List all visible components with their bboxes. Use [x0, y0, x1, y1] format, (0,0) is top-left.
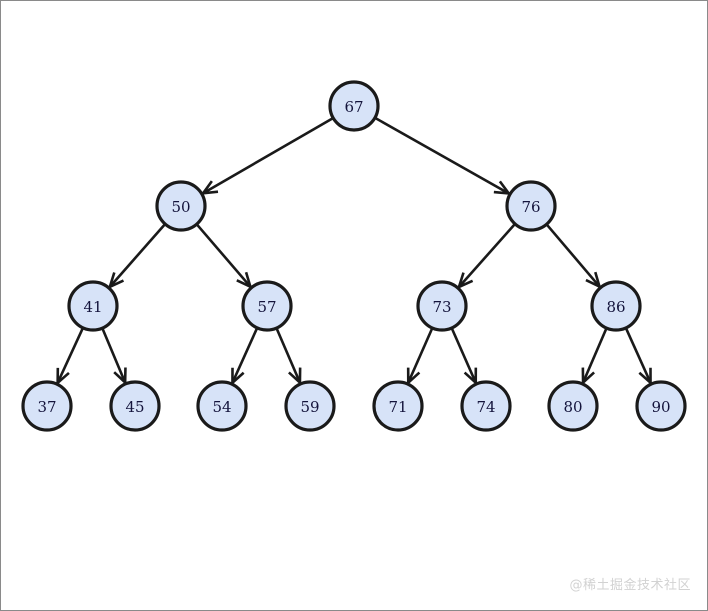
tree-node[interactable]: 74 [460, 380, 512, 432]
tree-node[interactable]: 90 [635, 380, 687, 432]
node-label: 67 [344, 98, 363, 116]
nodes-layer: 67 50 76 41 57 73 86 37 45 54 59 71 74 80 90 [21, 80, 687, 432]
tree-edge [450, 328, 478, 386]
node-label: 71 [388, 398, 407, 416]
tree-edge [101, 328, 127, 386]
tree-node[interactable]: 37 [21, 380, 73, 432]
tree-node[interactable]: 41 [67, 280, 119, 332]
node-label: 59 [300, 398, 319, 416]
tree-edge [581, 328, 608, 386]
tree-edge [456, 223, 516, 290]
tree-node[interactable]: 59 [284, 380, 336, 432]
tree-edge [546, 224, 602, 290]
watermark: @稀土掘金技术社区 [569, 578, 691, 593]
tree-edge [56, 328, 84, 386]
tree-edge [107, 223, 166, 290]
node-label: 57 [257, 298, 276, 316]
tree-node[interactable]: 50 [155, 180, 207, 232]
node-circle[interactable] [109, 380, 161, 432]
tree-edge [406, 328, 434, 386]
node-label: 90 [651, 398, 670, 416]
node-circle[interactable] [505, 180, 557, 232]
tree-edge [196, 224, 253, 290]
node-label: 86 [606, 298, 625, 316]
node-circle[interactable] [416, 280, 468, 332]
node-label: 80 [563, 398, 582, 416]
tree-edge [231, 328, 258, 386]
tree-node[interactable]: 67 [328, 80, 380, 132]
tree-node[interactable]: 57 [241, 280, 293, 332]
tree-node[interactable]: 45 [109, 380, 161, 432]
node-label: 45 [125, 398, 144, 416]
tree-node[interactable]: 73 [416, 280, 468, 332]
edges-layer [56, 117, 652, 386]
node-label: 74 [476, 398, 495, 416]
node-label: 73 [432, 298, 451, 316]
node-label: 37 [37, 398, 56, 416]
node-label: 41 [83, 298, 102, 316]
node-circle[interactable] [67, 280, 119, 332]
node-circle[interactable] [155, 180, 207, 232]
tree-node[interactable]: 54 [196, 380, 248, 432]
node-circle[interactable] [547, 380, 599, 432]
node-circle[interactable] [284, 380, 336, 432]
node-label: 76 [521, 198, 540, 216]
tree-node[interactable]: 71 [372, 380, 424, 432]
node-label: 50 [171, 198, 190, 216]
node-circle[interactable] [635, 380, 687, 432]
tree-edge [275, 328, 302, 386]
tree-edge [375, 117, 512, 196]
node-circle[interactable] [372, 380, 424, 432]
tree-node[interactable]: 86 [590, 280, 642, 332]
tree-node[interactable]: 80 [547, 380, 599, 432]
tree-edge [625, 328, 652, 386]
node-label: 54 [212, 398, 231, 416]
node-circle[interactable] [460, 380, 512, 432]
node-circle[interactable] [328, 80, 380, 132]
tree-edge [200, 117, 334, 195]
tree-node[interactable]: 76 [505, 180, 557, 232]
node-circle[interactable] [241, 280, 293, 332]
node-circle[interactable] [590, 280, 642, 332]
node-circle[interactable] [21, 380, 73, 432]
node-circle[interactable] [196, 380, 248, 432]
